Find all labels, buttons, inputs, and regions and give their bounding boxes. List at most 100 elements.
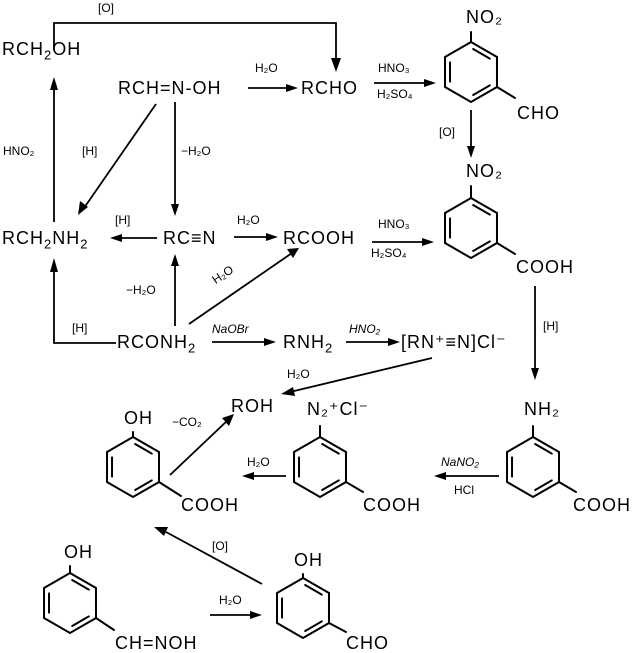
reagent-minus-co2: −CO₂: [172, 415, 202, 429]
ring-bonds: [444, 40, 498, 104]
ring-nitrobenzaldehyde: [444, 31, 516, 104]
ring-double-bond: [534, 443, 553, 455]
reagent-h2o-bottom: H₂O: [219, 593, 242, 607]
ring-bonds: [106, 435, 160, 499]
reagent-h2o-diazo-roh: H₂O: [287, 367, 310, 381]
compound-nitrile: RC≡N: [163, 228, 217, 248]
ring-bonds: [506, 435, 560, 499]
ring-bonds: [276, 576, 330, 640]
reagent-hno3-2: HNO₃: [378, 217, 410, 231]
ring-double-bond: [134, 443, 153, 455]
arrow-oxime-to-amine: [78, 103, 157, 215]
arrow-bottom-oxime-to-aldehyde: [210, 611, 262, 619]
hydroxybenzaldoxime-oh: OH: [64, 542, 93, 562]
reagent-h-oxime: [H]: [82, 144, 98, 158]
ring-double-bond: [472, 240, 491, 252]
ring-double-bond: [321, 443, 340, 455]
arrow-rcho-to-nitrobenzaldehyde: [374, 79, 436, 87]
arrow-decarboxylation: [169, 414, 234, 476]
reagent-ox-nitro: [O]: [439, 125, 456, 139]
hydroxybenzoic-cooh: COOH: [181, 495, 239, 515]
arrow-oxime-to-nitrile: [171, 102, 179, 216]
arrow-diazo-to-hydroxybenzoic: [242, 472, 286, 480]
arrow-nitrile-to-rcooh: [234, 233, 278, 241]
arrow-rcooh-to-nitrobenzoic: [372, 238, 434, 246]
ring-double-bond: [304, 620, 323, 632]
arrow-amide-to-rnh2: [212, 338, 276, 346]
reagent-h2so4-1: H₂SO₄: [377, 87, 413, 101]
hydroxybenzaldehyde-cho: CHO: [346, 633, 389, 653]
reagent-h2so4-2: H₂SO₄: [371, 246, 407, 260]
arrow-nitrile-to-amine: [110, 234, 157, 242]
arrow-amino-to-diazo: [434, 472, 499, 480]
arrow-rnh2-to-diazonium: [346, 338, 400, 346]
ring-double-bond: [71, 579, 90, 591]
reagent-ox-top: [O]: [98, 1, 115, 15]
ring-double-bond: [134, 479, 153, 491]
compound-oxime: RCH=N-OH: [118, 78, 222, 98]
reagent-minus-h2o-amide: −H₂O: [126, 283, 156, 297]
substituent-bond-side: [558, 481, 577, 493]
reagent-ox-bottom: [O]: [212, 539, 229, 553]
compound-rnh2: RNH2: [283, 332, 334, 356]
compound-roh: ROH: [231, 396, 274, 416]
reagent-hno2-left: HNO₂: [3, 144, 35, 158]
ring-bonds: [43, 571, 97, 635]
substituent-bond-side: [158, 481, 182, 497]
reagent-h-reduce: [H]: [543, 319, 559, 333]
reagent-minus-h2o-oxime: −H₂O: [181, 144, 211, 158]
reagent-h2o-nitrile: H₂O: [237, 213, 260, 227]
compound-rch2nh2: RCH2NH2: [2, 228, 89, 252]
ring-double-bond: [321, 479, 340, 491]
reagent-hcl: HCl: [454, 483, 474, 497]
ring-double-bond: [71, 615, 90, 627]
ring-double-bond: [472, 204, 491, 216]
aminobenzoic-nh2: NH₂: [524, 399, 560, 419]
compound-amide: RCONH2: [117, 332, 197, 356]
substituent-bond-side: [496, 242, 516, 255]
ring-hydroxybenzaldoxime: [43, 565, 115, 635]
nitrobenzaldehyde-cho: CHO: [517, 103, 560, 123]
arrow-reduction-nitro: [531, 286, 539, 380]
nitrobenzoic-cooh: COOH: [516, 257, 574, 277]
substituent-bond-side: [345, 481, 364, 493]
hydroxybenzoic-oh: OH: [124, 408, 153, 428]
ring-bonds: [444, 196, 498, 260]
reagent-h-amide: [H]: [72, 321, 88, 335]
ring-double-bond: [534, 479, 553, 491]
reagent-hno2-mid: HNO₂: [349, 322, 381, 336]
reagent-h2o-oxime: H₂O: [255, 61, 278, 75]
arrow-rch2oh-to-rcho: [53, 22, 341, 72]
hydroxybenzaldehyde-oh: OH: [294, 550, 323, 570]
arrow-amide-to-rcooh: [188, 248, 299, 325]
reagent-h2o-diazo-phenol: H₂O: [247, 455, 270, 469]
arrow-oxime-to-rcho: [248, 84, 298, 92]
ring-double-bond: [472, 48, 491, 60]
diazobenzoic-cooh: COOH: [363, 495, 421, 515]
arrow-amine-to-alcohol: [50, 77, 58, 222]
ring-nitrobenzoic-acid: [444, 185, 516, 260]
compound-diazonium: [RN⁺≡N]Cl⁻: [401, 332, 507, 352]
reagent-hno3-1: HNO₃: [378, 61, 410, 75]
ring-double-bond: [472, 84, 491, 96]
substituent-bond-side: [328, 622, 347, 633]
ring-double-bond: [304, 584, 323, 596]
aminobenzoic-cooh: COOH: [573, 495, 631, 515]
arrow-amide-to-nitrile: [171, 254, 179, 326]
compound-rch2oh: RCH2OH: [2, 39, 82, 63]
substituent-bond-side: [496, 86, 516, 99]
reagent-h-nitrile: [H]: [115, 213, 131, 227]
hydroxybenzaldoxime-ch-noh: CH=NOH: [115, 633, 198, 653]
nitrobenzaldehyde-no2: NO₂: [466, 7, 503, 27]
compound-rcooh: RCOOH: [283, 228, 355, 248]
reagent-nano2: NaNO₂: [441, 455, 479, 469]
arrow-hydroxybenzaldehyde-to-acid: [154, 527, 263, 585]
compound-rcho: RCHO: [301, 78, 358, 98]
diazobenzoic-n2cl: N₂⁺Cl⁻: [307, 399, 369, 419]
reagent-naobr: NaOBr: [212, 322, 249, 336]
arrow-diazonium-to-roh: [281, 357, 433, 396]
arrow-oxidation-nitro: [467, 110, 475, 158]
ring-diazobenzoic-acid: [293, 425, 364, 499]
ring-aminobenzoic-acid: [506, 425, 577, 499]
